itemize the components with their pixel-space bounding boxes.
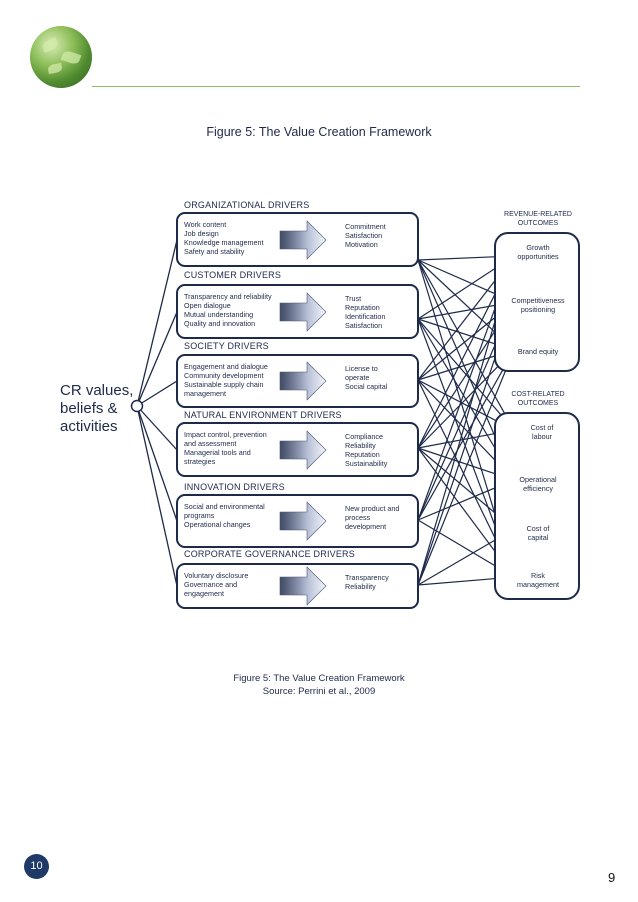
outcome-connector	[417, 349, 515, 586]
figure-caption: Figure 5: The Value Creation Framework S…	[0, 672, 638, 698]
hub-connector-6	[136, 405, 178, 587]
hub-node	[130, 399, 144, 413]
origin-line-3: activities	[60, 418, 118, 435]
leaf-logo	[30, 26, 92, 88]
outcome-risk-management: Risk management	[517, 571, 559, 590]
organizational-drivers-outputs: Commitment Satisfaction Motivation	[345, 222, 386, 250]
innovation-drivers-outputs: New product and process development	[345, 504, 400, 532]
customer-drivers-arrow-icon	[279, 292, 327, 332]
corporate-governance-drivers-inputs: Voluntary disclosure Governance and enga…	[184, 571, 249, 599]
innovation-drivers-inputs: Social and environmental programs Operat…	[184, 502, 265, 530]
natural-environment-drivers-title: NATURAL ENVIRONMENT DRIVERS	[184, 410, 342, 420]
corporate-governance-drivers-arrow-icon	[279, 566, 327, 606]
organizational-drivers-title: ORGANIZATIONAL DRIVERS	[184, 200, 310, 210]
natural-environment-drivers-arrow-icon	[279, 430, 327, 470]
outcome-cost-of-capital: Cost of capital	[526, 524, 550, 543]
origin-label: CR values, beliefs & activities	[60, 382, 133, 436]
hub-connector-5	[136, 405, 178, 522]
outcome-cost-of-labour: Cost of labour	[530, 423, 554, 442]
outcome-operational-efficiency: Operational efficiency	[519, 475, 557, 494]
caption-line-1: Figure 5: The Value Creation Framework	[233, 673, 405, 684]
hub-connector-4	[136, 405, 178, 451]
organizational-drivers-inputs: Work content Job design Knowledge manage…	[184, 220, 264, 257]
outcome-competitiveness-positioning: Competitiveness positioning	[511, 296, 565, 315]
outcome-brand-equity: Brand equity	[517, 347, 559, 356]
page-number: 9	[608, 870, 616, 885]
page-badge: 10	[24, 854, 49, 879]
outcome-connector	[417, 259, 515, 431]
figure-title: Figure 5: The Value Creation Framework	[206, 125, 432, 139]
customer-drivers-outputs: Trust Reputation Identification Satisfac…	[345, 294, 386, 331]
cost-outcomes-title: COST-RELATED OUTCOMES	[511, 391, 565, 407]
revenue-outcomes-box	[494, 232, 580, 372]
corporate-governance-drivers-outputs: Transparency Reliability	[345, 573, 389, 592]
corporate-governance-drivers-title: CORPORATE GOVERNANCE DRIVERS	[184, 549, 355, 559]
origin-line-1: CR values,	[60, 382, 134, 399]
society-drivers-title: SOCIETY DRIVERS	[184, 341, 269, 351]
customer-drivers-inputs: Transparency and reliability Open dialog…	[184, 292, 272, 329]
caption-source: Source: Perrini et al., 2009	[262, 686, 376, 697]
society-drivers-box	[176, 354, 419, 408]
hub-connector-2	[136, 311, 178, 407]
hub-connector-3	[136, 380, 178, 407]
society-drivers-outputs: License to operate Social capital	[345, 364, 388, 392]
innovation-drivers-arrow-icon	[279, 501, 327, 541]
header-rule	[92, 86, 580, 87]
society-drivers-inputs: Engagement and dialogue Community develo…	[184, 362, 268, 399]
revenue-outcomes-title: REVENUE-RELATED OUTCOMES	[504, 211, 572, 227]
customer-drivers-title: CUSTOMER DRIVERS	[184, 270, 282, 280]
origin-line-2: beliefs &	[60, 400, 118, 417]
organizational-drivers-arrow-icon	[279, 220, 327, 260]
outcome-growth-opportunities: Growth opportunities	[517, 243, 559, 262]
natural-environment-drivers-inputs: Impact control, prevention and assessmen…	[184, 430, 267, 467]
customer-drivers-box	[176, 284, 419, 339]
natural-environment-drivers-outputs: Compliance Reliability Reputation Sustai…	[345, 432, 388, 469]
society-drivers-arrow-icon	[279, 361, 327, 401]
cost-outcomes-box	[494, 412, 580, 600]
outcome-connector	[417, 349, 515, 521]
innovation-drivers-title: INNOVATION DRIVERS	[184, 482, 285, 492]
hub-connector-1	[136, 239, 178, 407]
